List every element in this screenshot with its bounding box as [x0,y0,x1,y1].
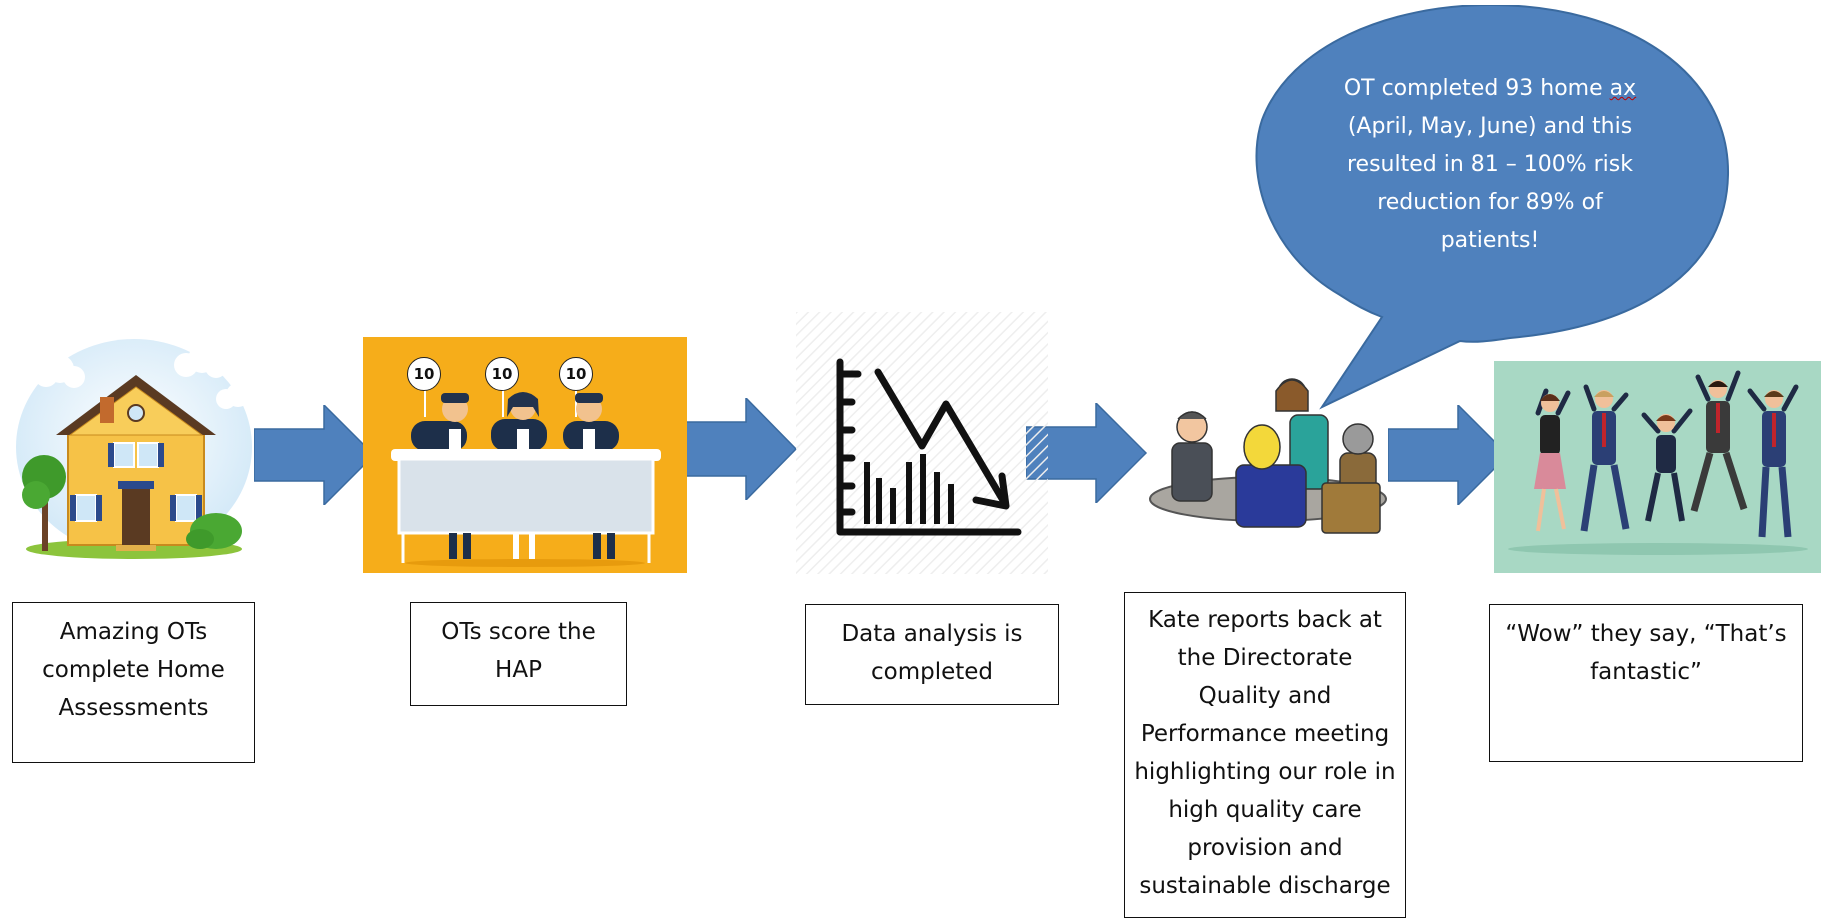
step-1-label-line: Assessments [58,695,209,721]
speech-bubble [1255,5,1730,410]
callout-line-2: (April, May, June) and this [1347,114,1633,139]
score-card-3-value: 10 [565,365,587,383]
flow-arrow-4 [1388,405,1510,505]
meeting-illustration [1149,378,1387,534]
step-5-label-line: “Wow” they say, “That’s [1505,621,1787,647]
step-1-label-box: Amazing OTs complete Home Assessments [12,602,255,763]
step-3-label-line: Data analysis is [841,621,1023,647]
step-4-label-line: the Directorate [1177,645,1353,671]
step-2-label-line: OTs score the [441,619,596,645]
step-2-label-box: OTs score the HAP [410,602,627,706]
judges-panel-graphic [391,381,661,567]
callout-line-3: resulted in 81 – 100% risk [1346,152,1633,177]
step-4-label-line: provision and [1187,835,1343,861]
step-4-label-box: Kate reports back at the Directorate Qua… [1124,592,1406,918]
score-card-2-value: 10 [491,365,513,383]
step-5-label-line: fantastic” [1590,659,1702,685]
callout-line-5: patients! [1440,228,1540,253]
score-card-3: 10 [559,357,593,391]
celebration-illustration [1494,361,1821,573]
step-3-label-line: completed [870,659,994,685]
score-card-1: 10 [407,357,441,391]
score-card-1-value: 10 [413,365,435,383]
judges-illustration: 10 10 10 [363,337,687,573]
step-4-label-line: Performance meeting [1140,721,1390,747]
declining-chart-icon [796,312,1048,574]
step-4-label-line: Quality and [1198,683,1332,709]
house-illustration [16,339,252,559]
step-1-label-line: complete Home [42,657,225,683]
speech-bubble-text: OT completed 93 home ax (April, May, Jun… [1320,70,1660,260]
step-2-label-line: HAP [495,657,542,683]
callout-line-4: reduction for 89% of [1377,190,1603,215]
step-4-label-line: high quality care [1168,797,1362,823]
step-5-label-box: “Wow” they say, “That’s fantastic” [1489,604,1803,762]
score-card-2: 10 [485,357,519,391]
flow-arrow-2 [676,398,798,500]
step-1-label-line: Amazing OTs [59,619,208,645]
celebration-graphic [1508,370,1808,555]
callout-line-1: OT completed 93 home ax [1320,70,1660,108]
step-4-label-line: highlighting our role in [1134,759,1396,785]
step-4-label-line: sustainable discharge [1139,873,1391,899]
step-3-label-box: Data analysis is completed [805,604,1059,705]
callout-flagged-word: ax [1609,76,1637,101]
step-4-label-line: Kate reports back at [1148,607,1382,633]
flow-arrow-1 [254,405,376,505]
callout-line-1-text: OT completed 93 home [1343,76,1610,101]
